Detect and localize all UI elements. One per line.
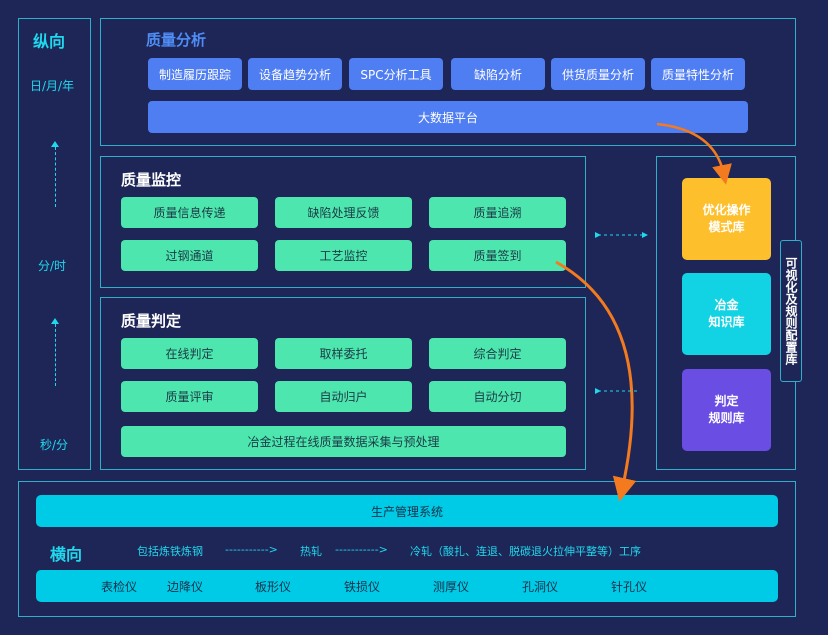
- vertical-title: 纵向: [33, 32, 66, 51]
- instrument-cehou[interactable]: 测厚仪: [433, 580, 470, 594]
- instrument-zhenkong[interactable]: 针孔仪: [611, 580, 648, 594]
- judge-button-sampling[interactable]: 取样委托: [275, 338, 412, 369]
- library-metallurgy-line1: 冶金: [714, 298, 739, 312]
- instrument-kongdong[interactable]: 孔洞仪: [522, 580, 559, 594]
- arrow-up-icon: [51, 318, 59, 324]
- instrument-banxing[interactable]: 板形仪: [255, 580, 292, 594]
- monitor-button-process-monitor[interactable]: 工艺监控: [275, 240, 412, 271]
- flow-ironmaking: 包括炼铁炼钢: [137, 545, 203, 558]
- instrument-biaojian[interactable]: 表检仪: [101, 580, 138, 594]
- library-judgment-line2: 规则库: [708, 411, 745, 425]
- analysis-panel: [100, 18, 796, 146]
- level-minute-hour: 分/时: [38, 259, 67, 273]
- monitor-button-steel-channel[interactable]: 过钢通道: [121, 240, 258, 271]
- monitor-button-defect-feedback[interactable]: 缺陷处理反馈: [275, 197, 412, 228]
- flow-hot-rolling: 热轧: [300, 545, 322, 558]
- instrument-bar: [36, 570, 778, 602]
- monitor-button-quality-signin[interactable]: 质量签到: [429, 240, 566, 271]
- dashed-line: [55, 147, 56, 207]
- analysis-button-traceability[interactable]: 制造履历跟踪: [148, 58, 242, 90]
- production-system-label: 生产管理系统: [370, 504, 443, 519]
- judge-button-online[interactable]: 在线判定: [121, 338, 258, 369]
- judge-wide-data-collection[interactable]: 冶金过程在线质量数据采集与预处理: [121, 426, 566, 457]
- production-system-bar[interactable]: 生产管理系统: [36, 495, 778, 527]
- arrow-up-icon: [51, 141, 59, 147]
- library-vertical-label: 可视化及规则配置库: [780, 240, 802, 382]
- library-optimization[interactable]: 优化操作模式库: [682, 178, 771, 260]
- library-vertical-label-text: 可视化及规则配置库: [784, 257, 798, 365]
- level-second-minute: 秒/分: [40, 438, 69, 452]
- analysis-button-quality-characteristic[interactable]: 质量特性分析: [651, 58, 745, 90]
- library-judgment-line1: 判定: [714, 394, 739, 408]
- monitor-button-trace[interactable]: 质量追溯: [429, 197, 566, 228]
- flow-arrow-icon: ----------->: [335, 543, 388, 556]
- monitor-button-info-transfer[interactable]: 质量信息传递: [121, 197, 258, 228]
- library-optimization-line1: 优化操作: [702, 203, 751, 217]
- library-judgment-rules[interactable]: 判定规则库: [682, 369, 771, 451]
- level-day-month-year: 日/月/年: [30, 79, 75, 93]
- monitor-title: 质量监控: [121, 171, 182, 189]
- vertical-panel: [18, 18, 91, 470]
- big-data-platform-bar[interactable]: 大数据平台: [148, 101, 748, 133]
- flow-cold-rolling: 冷轧（酸扎、连退、脱碳退火拉伸平整等）工序: [410, 545, 641, 558]
- analysis-button-supply-quality[interactable]: 供货质量分析: [551, 58, 645, 90]
- library-metallurgy[interactable]: 冶金知识库: [682, 273, 771, 355]
- monitor-panel: [100, 156, 586, 288]
- judge-title: 质量判定: [121, 312, 182, 330]
- instrument-tiesun[interactable]: 铁损仪: [344, 580, 381, 594]
- flow-arrow-icon: ----------->: [225, 543, 278, 556]
- library-metallurgy-line2: 知识库: [708, 315, 745, 329]
- judge-button-auto-assign[interactable]: 自动归户: [275, 381, 412, 412]
- instrument-bianjiang[interactable]: 边降仪: [167, 580, 204, 594]
- judge-button-comprehensive[interactable]: 综合判定: [429, 338, 566, 369]
- library-optimization-line2: 模式库: [708, 220, 745, 234]
- horizontal-panel: [18, 481, 796, 617]
- dashed-line: [55, 324, 56, 386]
- judge-button-auto-split[interactable]: 自动分切: [429, 381, 566, 412]
- horizontal-title: 横向: [50, 545, 83, 564]
- analysis-title: 质量分析: [146, 31, 207, 49]
- analysis-button-spc[interactable]: SPC分析工具: [349, 58, 443, 90]
- judge-button-review[interactable]: 质量评审: [121, 381, 258, 412]
- analysis-button-equipment-trend[interactable]: 设备趋势分析: [248, 58, 342, 90]
- analysis-button-defect[interactable]: 缺陷分析: [451, 58, 545, 90]
